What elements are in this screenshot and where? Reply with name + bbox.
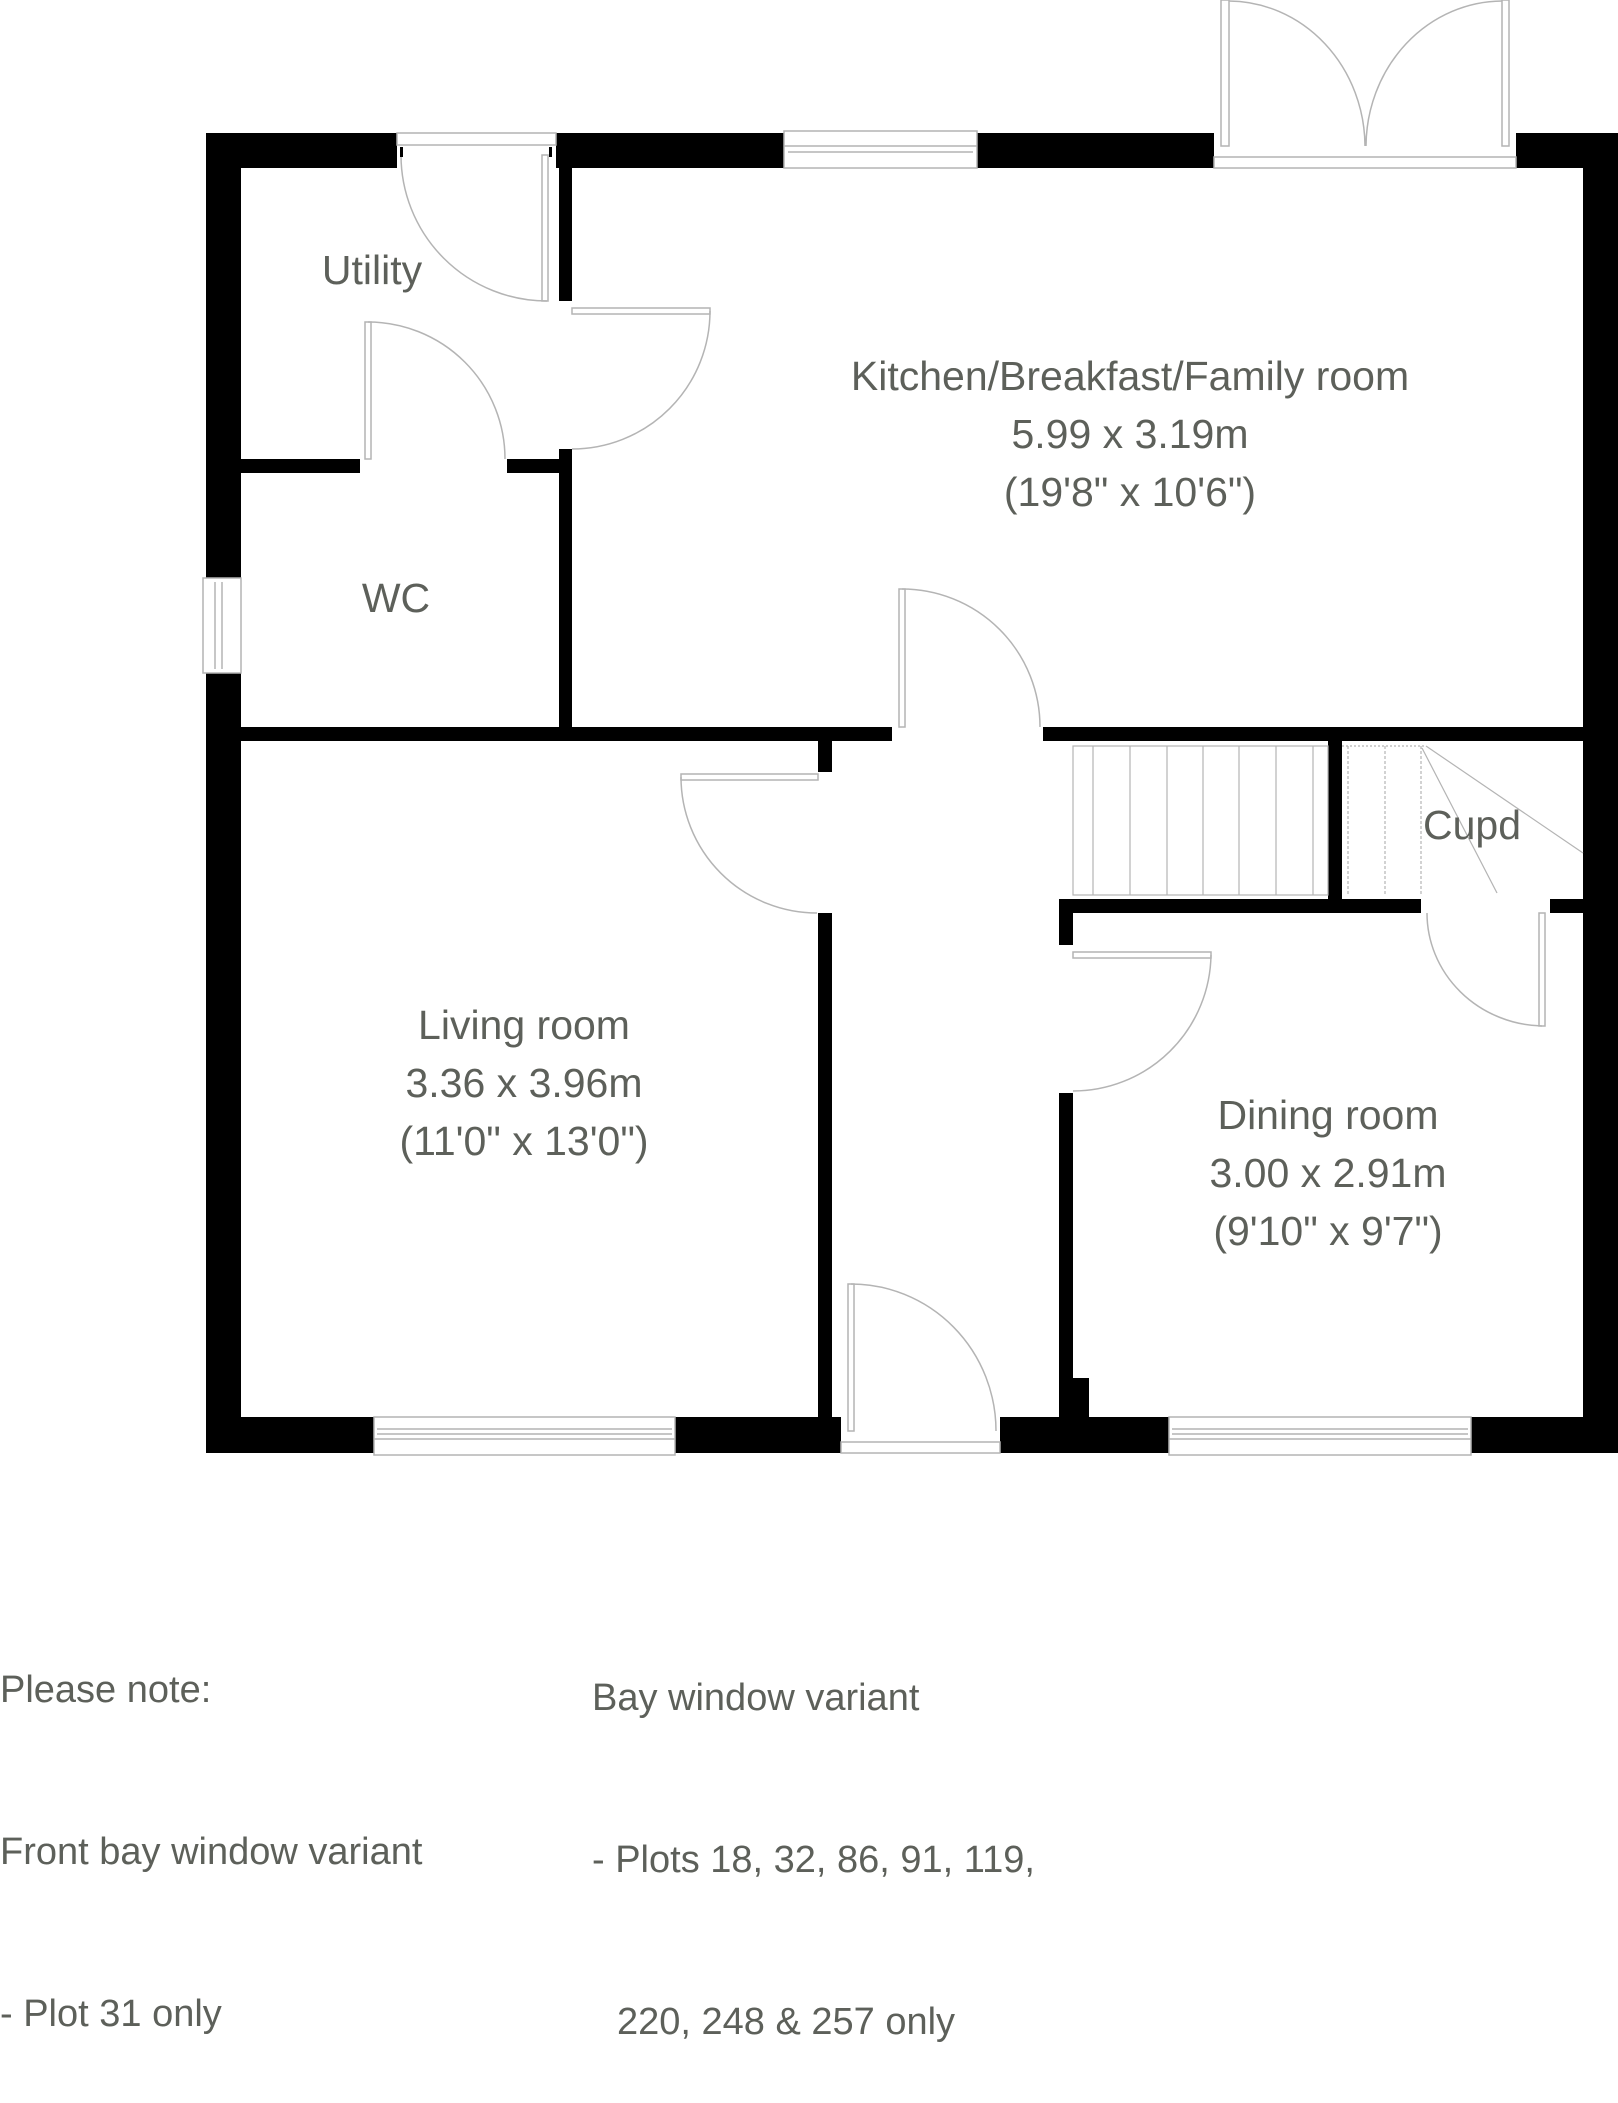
room-name: Dining room bbox=[1217, 1092, 1439, 1138]
living-room-door bbox=[680, 773, 819, 914]
doors bbox=[364, 0, 1546, 1454]
french-doors bbox=[1213, 0, 1517, 169]
living-room-window bbox=[373, 1416, 676, 1456]
room-dimensions-metric: 5.99 x 3.19m bbox=[1011, 411, 1249, 457]
room-dimensions-imperial: (11'0" x 13'0") bbox=[399, 1118, 649, 1164]
room-name: Utility bbox=[321, 247, 423, 293]
room-label-dining: Dining room 3.00 x 2.91m (9'10" x 9'7") bbox=[1209, 1086, 1446, 1260]
dining-room-door bbox=[1072, 951, 1212, 1092]
cupboard-door bbox=[1426, 912, 1546, 1027]
note-line: - Plots 18, 32, 86, 91, 119, bbox=[592, 1839, 1035, 1881]
note-line: 220, 248 & 257 only bbox=[617, 2001, 956, 2043]
room-label-utility: Utility bbox=[322, 241, 422, 299]
wc-door bbox=[364, 321, 506, 460]
room-label-wc: WC bbox=[362, 569, 430, 627]
room-label-cupboard: Cupd bbox=[1423, 796, 1521, 854]
note-line: - Plot 31 only bbox=[0, 1993, 222, 2035]
dining-room-window bbox=[1168, 1416, 1472, 1456]
kitchen-hall-door bbox=[898, 588, 1041, 728]
room-name: Cupd bbox=[1422, 802, 1522, 848]
external-walls bbox=[206, 133, 1618, 1453]
note-heading: Bay window variant bbox=[592, 1677, 920, 1719]
note-front-bay-variant: Please note: Front bay window variant - … bbox=[0, 1555, 422, 2095]
windows bbox=[202, 130, 1472, 1456]
note-bay-window-variant: Bay window variant - Plots 18, 32, 86, 9… bbox=[592, 1563, 1035, 2103]
wc-window bbox=[202, 577, 242, 674]
room-name: Living room bbox=[418, 1002, 630, 1048]
room-dimensions-metric: 3.36 x 3.96m bbox=[405, 1060, 643, 1106]
kitchen-window bbox=[783, 130, 978, 169]
room-dimensions-imperial: (9'10" x 9'7") bbox=[1213, 1208, 1443, 1254]
staircase bbox=[1072, 745, 1584, 896]
front-door bbox=[840, 1283, 1001, 1454]
room-dimensions-metric: 3.00 x 2.91m bbox=[1209, 1150, 1447, 1196]
floor-plan bbox=[202, 0, 1618, 1456]
note-line: Front bay window variant bbox=[0, 1831, 423, 1873]
room-dimensions-imperial: (19'8" x 10'6") bbox=[1003, 469, 1257, 515]
room-name: Kitchen/Breakfast/Family room bbox=[850, 353, 1410, 399]
utility-back-door bbox=[396, 132, 557, 302]
utility-kitchen-door bbox=[571, 307, 711, 450]
internal-walls bbox=[241, 168, 1583, 1417]
note-heading: Please note: bbox=[0, 1669, 212, 1711]
room-label-living: Living room 3.36 x 3.96m (11'0" x 13'0") bbox=[399, 996, 648, 1170]
room-label-kitchen: Kitchen/Breakfast/Family room 5.99 x 3.1… bbox=[851, 347, 1409, 521]
room-name: WC bbox=[361, 575, 431, 621]
